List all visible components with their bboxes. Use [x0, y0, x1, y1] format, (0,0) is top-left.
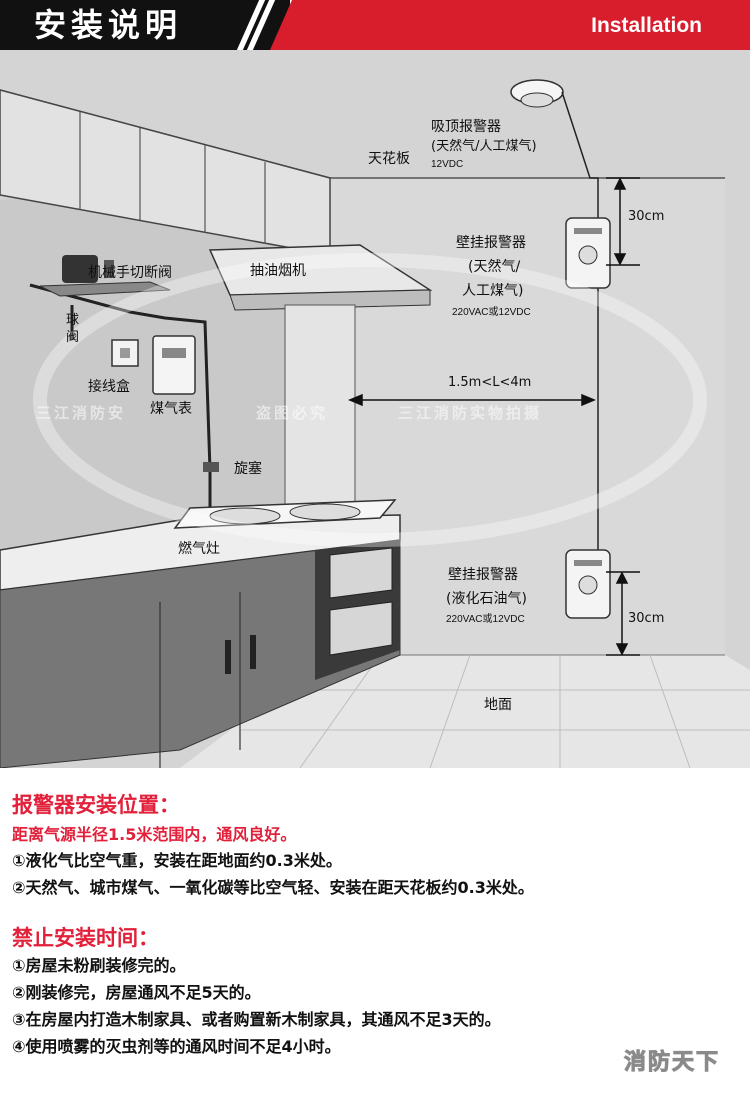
ceiling-detector-voltage: 12VDC — [431, 159, 464, 170]
watermark-middle: 盗图必究 — [256, 404, 329, 422]
dist-top-label: 30cm — [628, 209, 665, 224]
install-position-item: ②天然气、城市煤气、一氧化碳等比空气轻、安装在距天花板约0.3米处。 — [12, 878, 534, 897]
wall-detector-2-gas: (液化石油气) — [446, 591, 527, 607]
ball-valve-label: 球阀 — [66, 313, 80, 345]
prohibited-time-item: ①房屋未粉刷装修完的。 — [12, 956, 186, 975]
header-red-panel — [270, 0, 750, 50]
prohibited-time-item: ④使用喷雾的灭虫剂等的通风时间不足4小时。 — [12, 1037, 341, 1056]
wall-detector-2-voltage: 220VAC或12VDC — [446, 614, 525, 625]
plug-valve-label: 旋塞 — [234, 461, 262, 477]
gas-stove-label: 燃气灶 — [178, 541, 220, 557]
brand-watermark: 消防天下 — [623, 1050, 720, 1076]
floor-label: 地面 — [484, 697, 512, 713]
install-position-item: ①液化气比空气重，安装在距地面约0.3米处。 — [12, 851, 342, 870]
page-title-en: Installation — [591, 14, 702, 37]
range-hood-label: 抽油烟机 — [250, 263, 306, 279]
ceiling-detector-gas: (天然气/人工煤气) — [431, 139, 537, 154]
gas-meter-label: 煤气表 — [150, 401, 192, 417]
prohibited-time-title: 禁止安装时间： — [12, 926, 159, 950]
wall-detector-1-gas-a: (天然气/ — [468, 259, 521, 275]
wall-detector-1-voltage: 220VAC或12VDC — [452, 307, 531, 318]
prohibited-time-item: ③在房屋内打造木制家具、或者购置新木制家具，其通风不足3天的。 — [12, 1010, 501, 1029]
ceiling-detector-label: 吸顶报警器 — [431, 119, 501, 135]
kitchen-illustration — [0, 50, 750, 768]
header-banner: 安装说明 Installation — [0, 0, 750, 50]
installation-diagram: 吸顶报警器 (天然气/人工煤气) 12VDC 天花板 壁挂报警器 (天然气/ 人… — [0, 50, 750, 768]
ceiling-label: 天花板 — [368, 151, 410, 167]
wall-detector-1-label: 壁挂报警器 — [456, 235, 526, 251]
install-position-subtitle: 距离气源半径1.5米范围内，通风良好。 — [12, 825, 297, 844]
range-label: 1.5m<L<4m — [448, 375, 532, 390]
install-position-title: 报警器安装位置： — [12, 793, 180, 817]
wall-detector-1-gas-b: 人工煤气) — [462, 283, 524, 299]
watermark-left: 三江消防安 — [36, 404, 127, 422]
watermark-right: 三江消防实物拍摄 — [398, 404, 543, 422]
page-title: 安装说明 — [34, 6, 183, 44]
wall-detector-2-label: 壁挂报警器 — [448, 567, 518, 583]
prohibited-time-item: ②刚装修完，房屋通风不足5天的。 — [12, 983, 261, 1002]
junction-box-label: 接线盒 — [88, 379, 130, 395]
shutoff-valve-label: 机械手切断阀 — [88, 265, 172, 281]
dist-bottom-label: 30cm — [628, 611, 665, 626]
